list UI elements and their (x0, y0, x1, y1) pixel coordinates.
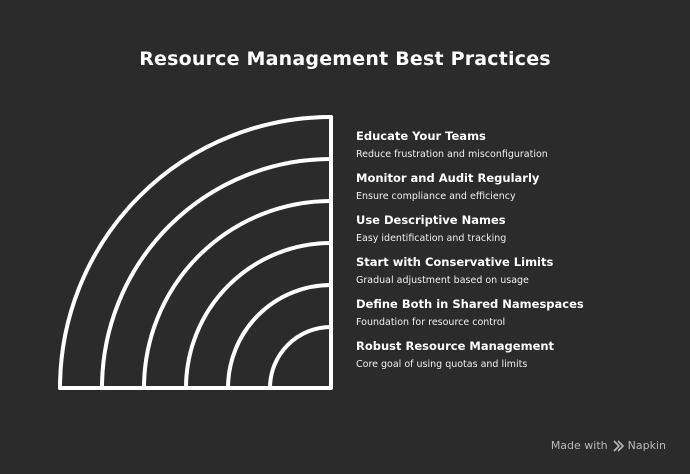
layer-item-conservative-limits: Start with Conservative Limits Gradual a… (356, 255, 676, 287)
layer-item-robust-management: Robust Resource Management Core goal of … (356, 339, 676, 371)
arc-layer-shared-namespaces (226, 283, 333, 390)
layer-description: Ensure compliance and efficiency (356, 191, 516, 202)
layer-description: Core goal of using quotas and limits (356, 359, 528, 370)
layer-item-educate-teams: Educate Your Teams Reduce frustration an… (356, 129, 676, 161)
layer-title: Start with Conservative Limits (356, 255, 554, 269)
napkin-logo-icon (612, 439, 624, 452)
layer-title: Monitor and Audit Regularly (356, 171, 540, 185)
arc-layer-monitor-audit (100, 157, 333, 390)
layer-item-monitor-audit: Monitor and Audit Regularly Ensure compl… (356, 171, 676, 203)
made-with-label: Made with (550, 439, 608, 452)
layer-description: Foundation for resource control (356, 317, 506, 328)
brand-name: Napkin (627, 439, 666, 452)
layer-item-descriptive-names: Use Descriptive Names Easy identificatio… (356, 213, 676, 245)
layer-title: Robust Resource Management (356, 339, 555, 353)
arc-layer-descriptive-names (142, 199, 333, 390)
layer-description: Gradual adjustment based on usage (356, 275, 529, 286)
layer-description: Easy identification and tracking (356, 233, 507, 244)
arc-layer-educate-teams (58, 115, 333, 390)
layer-description: Reduce frustration and misconfiguration (356, 149, 548, 160)
layer-item-shared-namespaces: Define Both in Shared Namespaces Foundat… (356, 297, 676, 329)
arc-layer-conservative-limits (184, 241, 333, 390)
diagram-frame (58, 115, 333, 390)
footer-attribution[interactable]: Made with Napkin (551, 439, 666, 452)
layer-title: Educate Your Teams (356, 129, 486, 143)
layer-title: Define Both in Shared Namespaces (356, 297, 584, 311)
arc-layer-robust-management (268, 325, 333, 390)
layer-title: Use Descriptive Names (356, 213, 506, 227)
page-title: Resource Management Best Practices (139, 48, 551, 70)
